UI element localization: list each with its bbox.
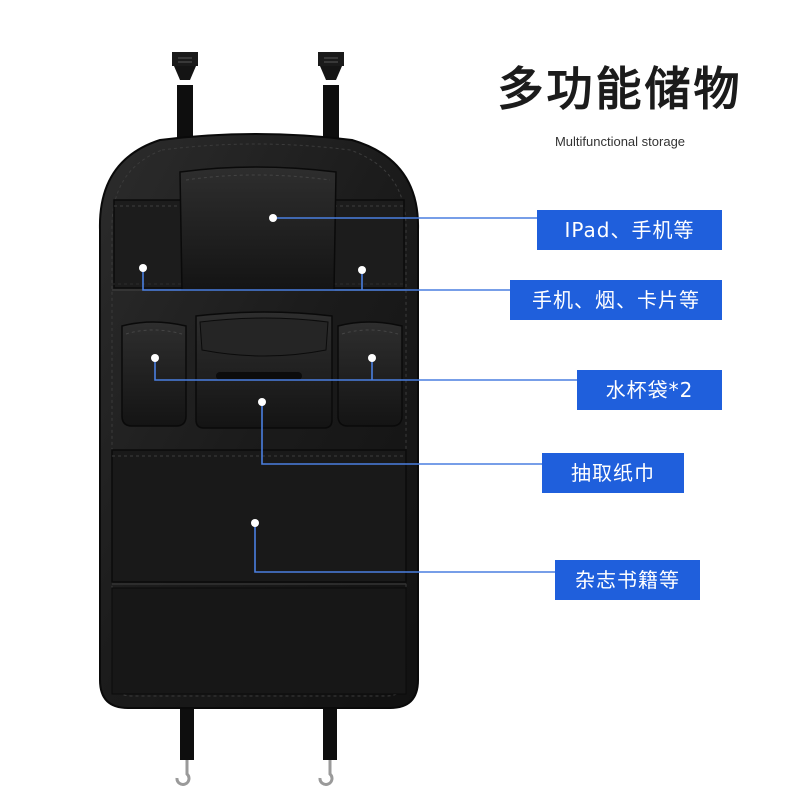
leader-line-tissue <box>261 402 542 465</box>
tissue-box <box>195 311 333 429</box>
cup-holder-right <box>337 321 403 427</box>
bottom-strap-right <box>318 700 337 786</box>
headline: 多功能储物 <box>497 62 743 116</box>
bottom-pocket <box>111 587 407 695</box>
magazine-pocket <box>111 449 407 585</box>
label-tissue-box: 抽取纸巾 <box>542 453 684 493</box>
point-ipad-pocket <box>269 214 277 222</box>
bottom-strap-left <box>175 700 194 786</box>
label-phone-slots: 手机、烟、卡片等 <box>510 280 722 320</box>
label-magazine-pocket: 杂志书籍等 <box>555 560 700 600</box>
point-side-slot-left <box>139 264 147 272</box>
point-cup-right <box>368 354 376 362</box>
point-side-slot-right <box>358 266 366 274</box>
label-cup-holders: 水杯袋*2 <box>577 370 722 410</box>
point-cup-left <box>151 354 159 362</box>
leader-line-cup-left <box>154 358 577 381</box>
label-ipad-pocket: IPad、手机等 <box>537 210 722 250</box>
subtitle: Multifunctional storage <box>554 134 686 149</box>
leader-line-magazine <box>254 523 555 573</box>
top-strap-left <box>172 52 198 145</box>
top-strap-right <box>318 52 344 145</box>
ipad-pocket <box>179 166 337 291</box>
cup-holder-left <box>121 321 187 427</box>
point-magazine <box>251 519 259 527</box>
leader-line-phone-left <box>142 268 510 291</box>
point-tissue <box>258 398 266 406</box>
